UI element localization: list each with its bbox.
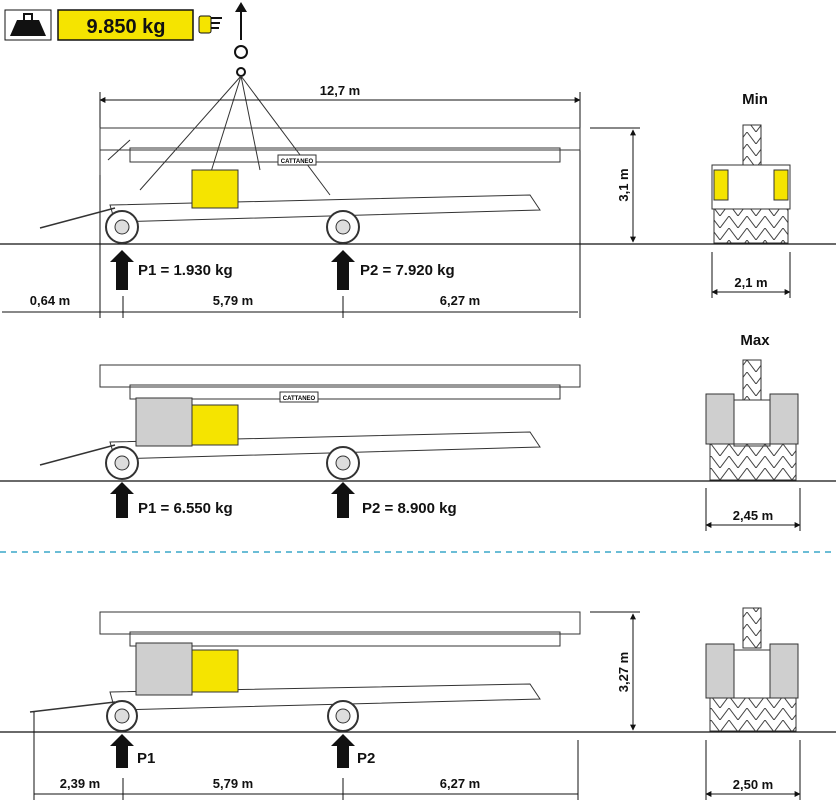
- p1-arrow: [110, 250, 134, 290]
- height-label: 3,27 m: [616, 652, 631, 692]
- max-width-label: 2,45 m: [733, 508, 773, 523]
- pointing-hand-icon: [198, 15, 222, 34]
- logo-text: CATTANEO: [283, 396, 316, 402]
- p2-arrow: [331, 482, 355, 518]
- min-title: Min: [742, 91, 768, 108]
- p1-label: P1 = 1.930 kg: [138, 262, 233, 279]
- transport-side-view: 3,27 m P1 P2 2,39 m 5,79 m 6,27 m: [0, 611, 836, 800]
- p1-label: P1 = 6.550 kg: [138, 500, 233, 517]
- p1-label: P1: [137, 750, 155, 767]
- transport-width-label: 2,50 m: [733, 777, 773, 792]
- min-front-view: Min 2,1 m: [711, 91, 791, 298]
- min-side-view: 12,7 m CATTANEO 3,1 m P1 = 1.930 kg P2 =…: [0, 83, 836, 318]
- p2-label: P2 = 8.900 kg: [362, 500, 457, 517]
- dim-rear-label: 6,27 m: [440, 776, 480, 791]
- logo-text: CATTANEO: [281, 159, 314, 165]
- total-weight-text: 9.850 kg: [87, 16, 166, 38]
- p1-arrow: [110, 734, 134, 768]
- length-label: 12,7 m: [320, 83, 360, 98]
- dim-front-label: 0,64 m: [30, 293, 70, 308]
- p2-label: P2: [357, 750, 375, 767]
- p1-arrow: [110, 482, 134, 518]
- lifting-hook-icon: [139, 2, 331, 196]
- max-side-view: CATTANEO P1 = 6.550 kg P2 = 8.900 kg: [0, 364, 836, 518]
- p2-arrow: [331, 250, 355, 290]
- height-label: 3,1 m: [616, 168, 631, 201]
- dim-rear-label: 6,27 m: [440, 293, 480, 308]
- dim-wheelbase-label: 5,79 m: [213, 293, 253, 308]
- max-title: Max: [740, 332, 770, 349]
- min-width-label: 2,1 m: [734, 275, 767, 290]
- dim-wheelbase-label: 5,79 m: [213, 776, 253, 791]
- p2-label: P2 = 7.920 kg: [360, 262, 455, 279]
- max-front-view: Max 2,45 m: [705, 332, 801, 531]
- transport-front-view: 2,50 m: [705, 607, 801, 800]
- dim-front-label: 2,39 m: [60, 776, 100, 791]
- weight-icon: [4, 9, 52, 41]
- weight-badge: 9.850 kg: [57, 9, 194, 41]
- p2-arrow: [331, 734, 355, 768]
